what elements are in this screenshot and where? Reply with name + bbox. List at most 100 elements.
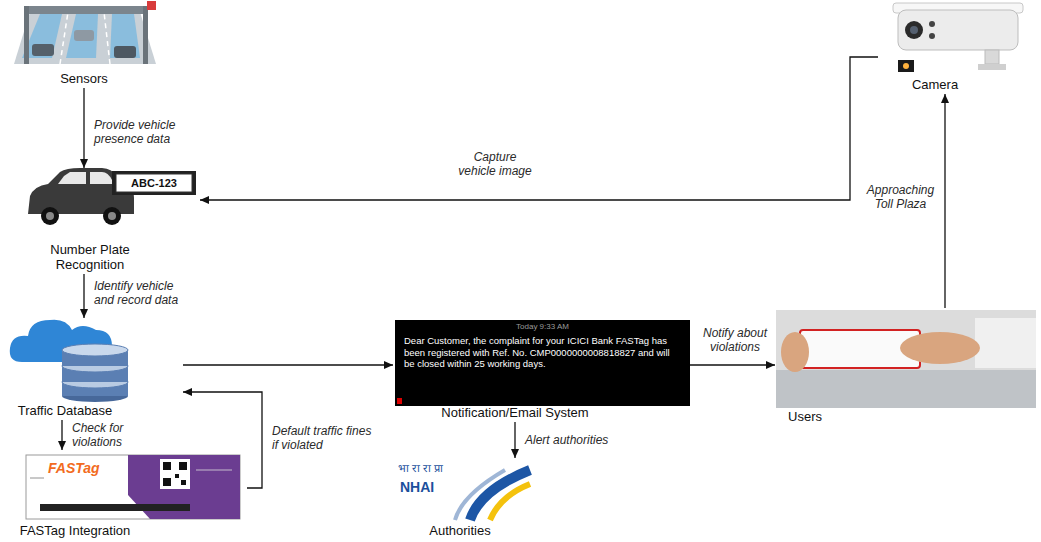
fastag-card-illustration <box>163 462 171 470</box>
nhai-logo <box>490 484 530 520</box>
connector-arrow <box>61 420 62 450</box>
fastag-card-illustration <box>196 470 232 471</box>
car-illustration <box>90 172 114 184</box>
sensor-illustration <box>66 14 98 58</box>
image-text: भा रा रा प्रा <box>398 461 443 475</box>
car-illustration <box>103 207 121 225</box>
edge-label: Notify about violations <box>697 326 773 354</box>
fastag-card-illustration <box>175 474 179 478</box>
connector-arrow <box>83 88 84 168</box>
edge-label: Capture vehicle image <box>455 150 535 178</box>
fastag-card-illustration <box>30 478 44 479</box>
connector-arrow <box>944 94 945 308</box>
connector-arrow <box>200 57 878 200</box>
camera-illustration <box>905 21 923 39</box>
edge-label: Check for violations <box>72 421 142 449</box>
node-caption-block: Sensors <box>39 71 129 86</box>
user-photo-illustration <box>776 370 1036 408</box>
connector-arrow <box>183 364 393 365</box>
node-caption: Users <box>780 409 830 424</box>
sensor-illustration <box>143 6 148 64</box>
sensor-illustration <box>74 30 94 41</box>
sensor-illustration <box>147 1 156 10</box>
camera-illustration <box>898 10 1018 50</box>
camera-illustration <box>929 21 935 27</box>
image-text: ABC-123 <box>116 174 192 192</box>
connector-arrow <box>183 392 262 488</box>
fastag-card-illustration <box>179 462 187 470</box>
fastag-card-illustration <box>163 478 171 486</box>
connector-arrow <box>83 274 84 318</box>
connector-arrow <box>514 422 515 458</box>
camera-illustration <box>985 50 999 64</box>
car-illustration <box>116 174 192 192</box>
sms-screenshot <box>395 320 690 406</box>
image-text: FASTag <box>48 460 100 476</box>
sensor-illustration <box>14 1 156 64</box>
camera-illustration <box>898 60 914 72</box>
node-box: Camera <box>878 2 1033 94</box>
database-cloud-illustration <box>10 320 128 402</box>
edge-label: Identify vehicle and record data <box>94 279 194 307</box>
node-caption: Number Plate Recognition <box>40 242 140 272</box>
fastag-card-illustration <box>160 459 190 489</box>
image-text: NHAI <box>400 479 434 495</box>
camera-illustration <box>978 64 1006 70</box>
sensor-illustration <box>14 12 156 64</box>
image-text: Today 9:33 AM <box>395 322 690 332</box>
node-caption: Authorities <box>415 523 505 538</box>
node-caption-block: FASTag Integration <box>15 523 135 538</box>
sensor-illustration <box>114 46 136 58</box>
user-photo-illustration <box>975 318 1036 368</box>
sensor-illustration <box>110 14 140 58</box>
car-illustration <box>58 172 86 184</box>
user-photo-illustration <box>900 332 980 364</box>
node-caption-block: Users <box>780 409 830 424</box>
edge-label: Default traffic fines if violated <box>272 424 372 452</box>
database-cloud-illustration <box>62 344 128 356</box>
fastag-card-illustration <box>40 504 190 511</box>
edge-label: Alert authorities <box>525 433 608 447</box>
node-box: Users <box>775 308 1037 426</box>
edge-label: Approaching Toll Plaza <box>863 183 938 211</box>
node-caption: Traffic Database <box>10 403 120 418</box>
user-photo-illustration <box>776 310 1036 408</box>
node-box: Sensors <box>12 2 157 88</box>
sms-screenshot <box>395 320 690 406</box>
node-box: Traffic Database <box>8 318 183 420</box>
sensor-illustration <box>24 6 29 64</box>
connector-arrow <box>690 364 775 365</box>
edge-label: Provide vehicle presence data <box>94 118 194 146</box>
fastag-card-illustration <box>181 480 186 485</box>
car-illustration <box>28 168 196 225</box>
camera-illustration <box>910 26 918 34</box>
user-photo-illustration <box>776 310 1036 408</box>
camera-illustration <box>929 33 935 39</box>
node-caption: Notification/Email System <box>420 405 610 420</box>
car-illustration <box>112 171 196 195</box>
node-caption-block: Number Plate Recognition <box>40 242 140 272</box>
sensor-illustration <box>24 6 148 14</box>
sms-screenshot <box>397 398 402 404</box>
node-caption-block: Notification/Email System <box>420 405 610 420</box>
node-caption: Camera <box>900 77 970 92</box>
car-illustration <box>41 207 59 225</box>
node-caption-block: Authorities <box>415 523 505 538</box>
node-caption-block: Traffic Database <box>10 403 120 418</box>
node-caption: FASTag Integration <box>15 523 135 538</box>
sensor-illustration <box>104 12 110 64</box>
fastag-card-illustration <box>26 455 240 519</box>
node-caption: Sensors <box>39 71 129 86</box>
camera-illustration <box>903 63 909 69</box>
camera-illustration <box>893 3 1023 72</box>
nhai-logo <box>455 470 530 520</box>
sensor-illustration <box>32 44 54 56</box>
image-text: Dear Customer, the complaint for your IC… <box>404 335 682 370</box>
user-photo-illustration <box>781 332 809 372</box>
node-caption-block: Camera <box>900 77 970 92</box>
node-box: Notification/Email System <box>393 318 690 422</box>
